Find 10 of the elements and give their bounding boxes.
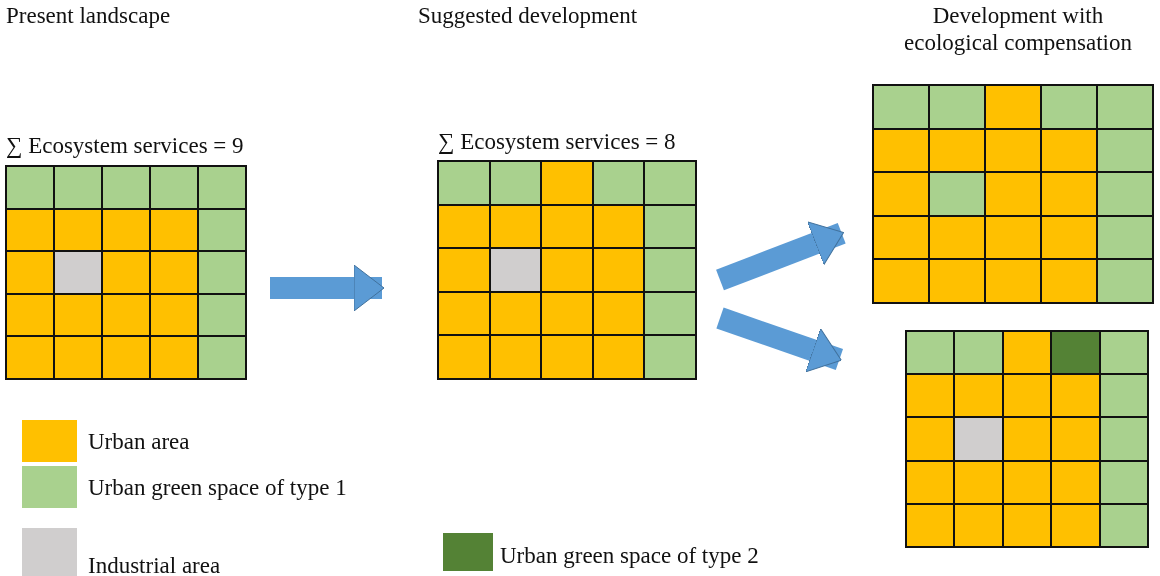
block-arrow [270,264,385,312]
total-text: ∑ Ecosystem services = 9 [6,132,244,159]
panel-heading: Development with ecological compensation [903,2,1133,56]
legend-label: Industrial area [88,552,221,576]
legend-label: Urban green space of type 1 [88,474,347,501]
total-text: ∑ Ecosystem services = 8 [438,128,676,155]
panel-heading: Present landscape [6,2,171,29]
legend-label: Urban area [88,428,190,455]
panel-heading: Suggested development [418,2,638,29]
legend-label: Urban green space of type 2 [500,542,759,569]
